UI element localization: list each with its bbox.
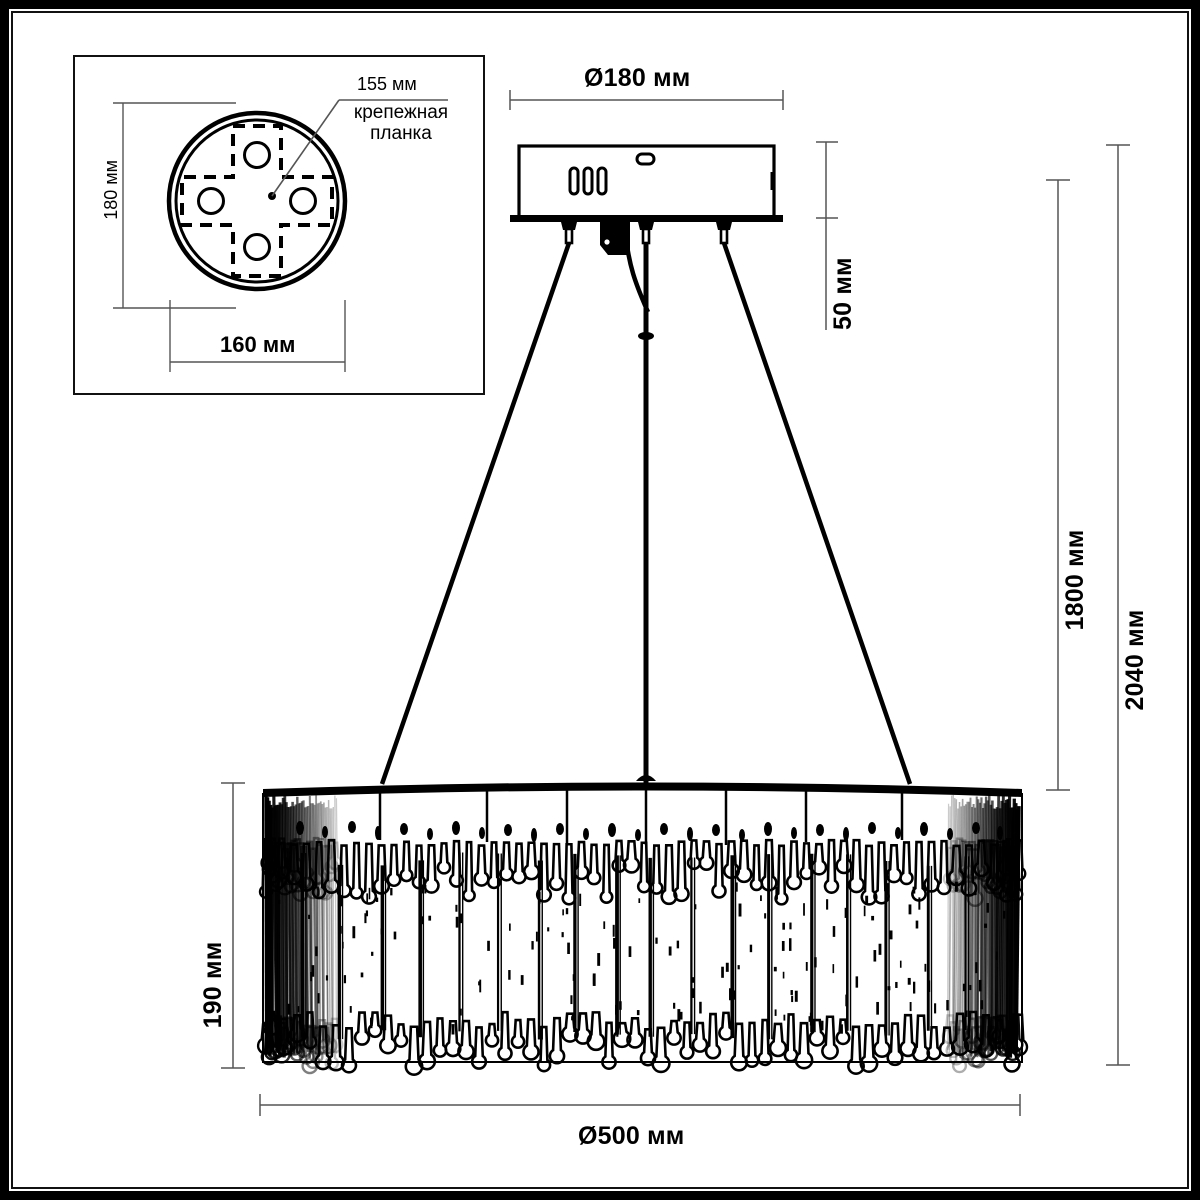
mounting-bracket-label-line2: планка xyxy=(370,122,432,144)
mounting-bracket-label-line1: крепежная xyxy=(353,102,449,123)
detail-dim-180-label: 180 мм xyxy=(101,160,121,220)
detail-dim-160-label: 160 мм xyxy=(220,332,296,357)
dim-shade-diameter-label: Ø500 мм xyxy=(578,1122,685,1150)
dim-total-height-label: 2040 мм xyxy=(1121,609,1149,711)
callout-155-label: 155 мм xyxy=(357,74,417,94)
mounting-bracket-label: крепежная планка xyxy=(341,102,461,144)
dim-shade-height-label: 190 мм xyxy=(199,941,227,1029)
inner-frame-border xyxy=(11,11,1189,1189)
dim-canopy-height-label: 50 мм xyxy=(829,257,857,330)
dim-canopy-diameter-label: Ø180 мм xyxy=(584,64,691,92)
dim-suspension-length-label: 1800 мм xyxy=(1061,529,1089,631)
